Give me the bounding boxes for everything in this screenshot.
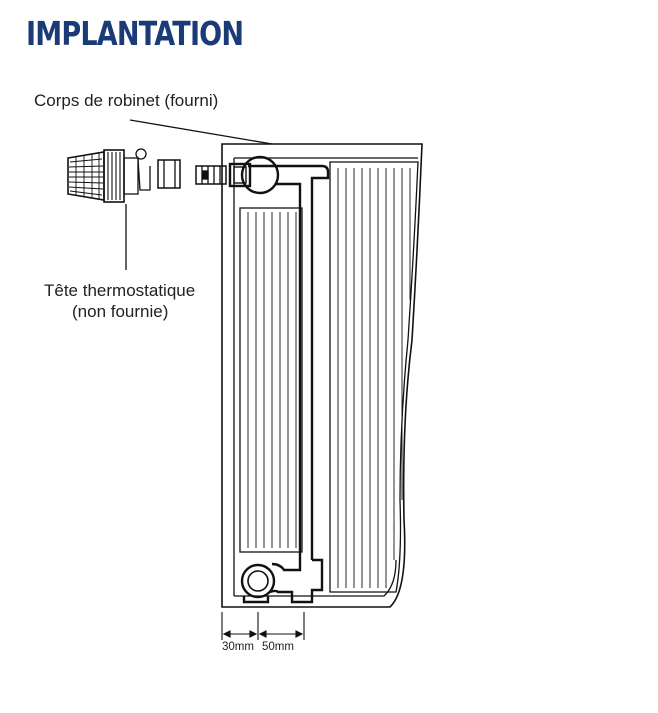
valve-leader-line	[129, 119, 273, 145]
thermostatic-head-label: Tête thermostatique	[44, 281, 196, 300]
radiator-body	[221, 143, 423, 608]
thermostatic-head-note: (non fournie)	[72, 302, 169, 321]
valve-insert	[195, 165, 227, 185]
thermostatic-head	[67, 148, 151, 203]
valve-body-label: Corps de robinet (fourni)	[34, 91, 219, 110]
dimension-30mm-label: 30mm	[222, 641, 254, 653]
adapter-sleeve	[157, 159, 181, 189]
internal-pipe	[228, 155, 330, 604]
dimension-lines	[221, 612, 305, 640]
dimension-50mm-label: 50mm	[262, 641, 294, 653]
page-title: IMPLANTATION	[26, 14, 244, 53]
